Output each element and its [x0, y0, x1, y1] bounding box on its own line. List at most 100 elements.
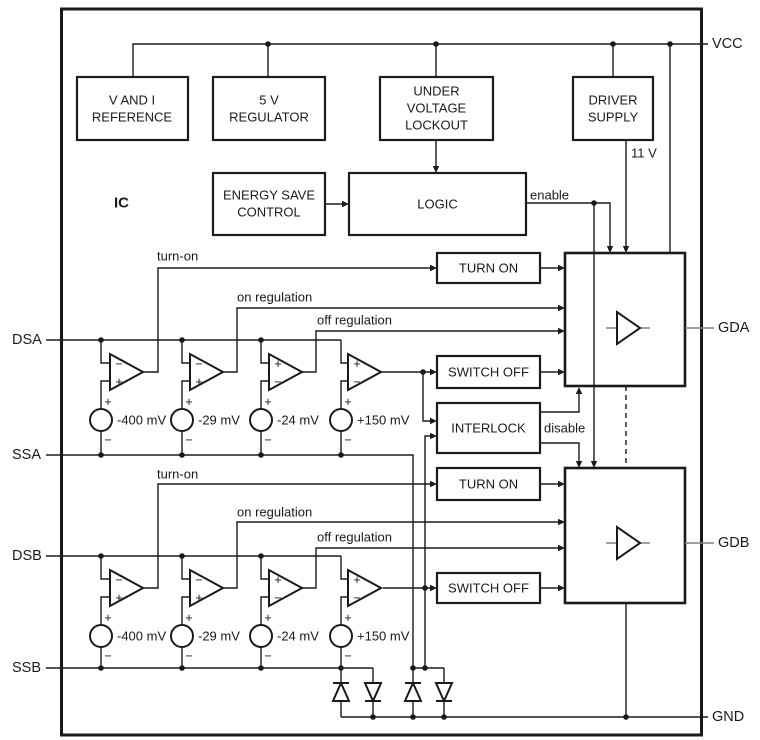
source-plus: + [185, 611, 192, 625]
net-switch-off-b [383, 432, 565, 668]
block-driver-supply: DRIVER SUPPLY [571, 75, 655, 142]
junction-dot [179, 337, 185, 343]
block-rect [211, 75, 327, 142]
pin-label-dsa: DSA [12, 332, 42, 348]
input-sign: + [195, 375, 202, 389]
source-plus: + [185, 395, 192, 409]
wire [181, 340, 190, 455]
source-plus: + [264, 395, 271, 409]
input-sign: − [195, 573, 202, 587]
source-minus: − [344, 649, 351, 663]
source-plus: + [104, 611, 111, 625]
net-off-regulation-b [302, 544, 565, 589]
comparator-icon [109, 352, 146, 392]
junction-dot [265, 41, 271, 47]
signal-label-turn-on-a: turn-on [157, 249, 198, 264]
arrowhead [430, 584, 437, 592]
net-esc-to-logic [325, 200, 349, 208]
arrowhead [575, 461, 583, 468]
junction-dot [422, 585, 428, 591]
net-vcc [132, 43, 708, 253]
comparator-a3: + − + − -24 mV [249, 340, 319, 455]
buffer-icon [616, 525, 642, 561]
block-label: 5 V [259, 93, 279, 108]
junction-dot [179, 553, 185, 559]
junction-dots [98, 41, 673, 720]
threshold-label: -400 mV [117, 413, 166, 428]
block-label: INTERLOCK [451, 421, 526, 436]
wire [340, 556, 348, 668]
wire [340, 340, 348, 455]
signal-label-11v: 11 V [631, 146, 657, 161]
wire [143, 267, 559, 373]
ic-boundary [60, 7, 703, 737]
junction-dot [98, 452, 104, 458]
threshold-label: +150 mV [357, 629, 410, 644]
block-label: V AND I [109, 93, 155, 108]
comparator-a2: − + + − -29 mV [170, 340, 240, 455]
threshold-label: +150 mV [357, 413, 410, 428]
arrowhead [430, 368, 437, 376]
comparator-icon [189, 568, 226, 608]
arrowhead [342, 200, 349, 208]
junction-dot [98, 665, 104, 671]
input-sign: + [195, 591, 202, 605]
junction-dot [623, 714, 629, 720]
net-on-regulation-a [223, 304, 565, 373]
signal-label-off-regulation-b: off regulation [317, 530, 392, 545]
arrowhead [432, 166, 440, 173]
wire [223, 307, 559, 373]
source-minus: − [104, 649, 111, 663]
junction-dot [258, 452, 264, 458]
wire [260, 556, 269, 668]
block-rect [435, 401, 542, 455]
wire [302, 330, 559, 373]
block-5v-regulator: 5 V REGULATOR [211, 75, 327, 142]
block-switch-off-b: SWITCH OFF [435, 571, 542, 605]
net-gnd [341, 603, 708, 718]
threshold-label: -24 mV [277, 413, 319, 428]
arrowhead [558, 584, 565, 592]
arrowhead [558, 304, 565, 312]
block-under-voltage-lockout: UNDER VOLTAGE LOCKOUT [378, 75, 495, 142]
block-v-and-i-reference: V AND I REFERENCE [75, 75, 190, 142]
comparator-b1: − + + − -400 mV [89, 556, 166, 668]
source-minus: − [264, 433, 271, 447]
input-sign: + [274, 573, 281, 587]
net-disable [540, 387, 583, 468]
junction-dot [410, 714, 416, 720]
junction-dot [258, 553, 264, 559]
arrowhead [558, 480, 565, 488]
net-turn-on-b [143, 480, 565, 589]
wire [302, 547, 559, 589]
junction-dot [420, 369, 426, 375]
voltage-source-icon [170, 624, 194, 648]
diode-up-1 [331, 668, 351, 717]
block-label: LOGIC [417, 197, 457, 212]
signal-label-disable: disable [544, 421, 585, 436]
block-label: TURN ON [459, 261, 518, 276]
net-uvlo-to-logic [432, 140, 440, 173]
input-sign: − [353, 591, 360, 605]
threshold-label: -29 mV [198, 413, 240, 428]
net-enable [526, 202, 614, 468]
source-minus: − [185, 649, 192, 663]
block-label: SWITCH OFF [448, 581, 529, 596]
diode-icon [434, 682, 454, 704]
diode-icon [331, 680, 351, 702]
input-sign: − [115, 573, 122, 587]
comparator-icon [268, 352, 305, 392]
junction-dot [591, 200, 597, 206]
junction-dot [410, 665, 416, 671]
junction-dot [179, 452, 185, 458]
source-plus: + [104, 395, 111, 409]
junction-dot [667, 41, 673, 47]
block-label: SWITCH OFF [448, 365, 529, 380]
input-sign: + [115, 591, 122, 605]
input-sign: − [274, 591, 281, 605]
comparator-icon [268, 568, 305, 608]
wire [260, 340, 269, 455]
net-ssa [46, 454, 414, 668]
pin-label-vcc: VCC [712, 36, 743, 52]
block-turn-on-a: TURN ON [435, 251, 542, 285]
